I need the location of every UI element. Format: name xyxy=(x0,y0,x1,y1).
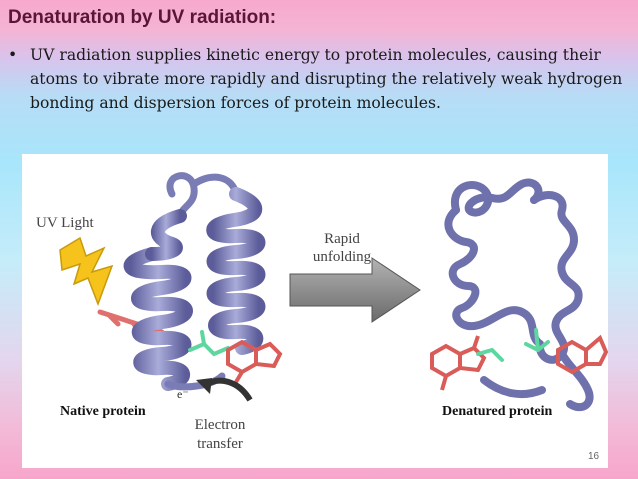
bullet-text: UV radiation supplies kinetic energy to … xyxy=(30,46,623,112)
green-residue-denatured xyxy=(476,328,550,362)
native-protein-ribbon xyxy=(123,172,266,391)
figure-panel: UV Light Rapid unfolding Native protein … xyxy=(22,154,608,468)
rapid-unfolding-label: Rapid unfolding xyxy=(292,230,392,266)
rapid-unfolding-line2: unfolding xyxy=(312,249,372,265)
bullet-item: • UV radiation supplies kinetic energy t… xyxy=(8,43,632,115)
slide-title: Denaturation by UV radiation: xyxy=(8,7,277,28)
electron-transfer-line1: Electron xyxy=(194,417,246,433)
green-residue-native xyxy=(188,330,230,357)
red-residue-denatured-right xyxy=(556,334,608,375)
electron-symbol: e⁻ xyxy=(177,387,189,401)
rapid-unfolding-line1: Rapid xyxy=(324,231,360,247)
lightning-icon xyxy=(59,236,114,307)
native-protein-label: Native protein xyxy=(60,404,146,419)
electron-transfer-label: Electron transfer xyxy=(190,416,250,454)
page-number: 16 xyxy=(588,451,600,462)
denatured-protein-label: Denatured protein xyxy=(442,404,553,419)
electron-transfer-line2: transfer xyxy=(197,436,243,452)
denatured-protein-ribbon xyxy=(444,178,594,412)
uv-light-label: UV Light xyxy=(36,215,94,231)
figure-illustration xyxy=(59,172,608,412)
red-residue-denatured-left xyxy=(430,335,487,391)
unfolding-arrow xyxy=(289,257,421,323)
electron-arrow-head xyxy=(196,378,212,394)
red-residue-native xyxy=(226,339,283,384)
bullet-marker: • xyxy=(8,46,18,64)
